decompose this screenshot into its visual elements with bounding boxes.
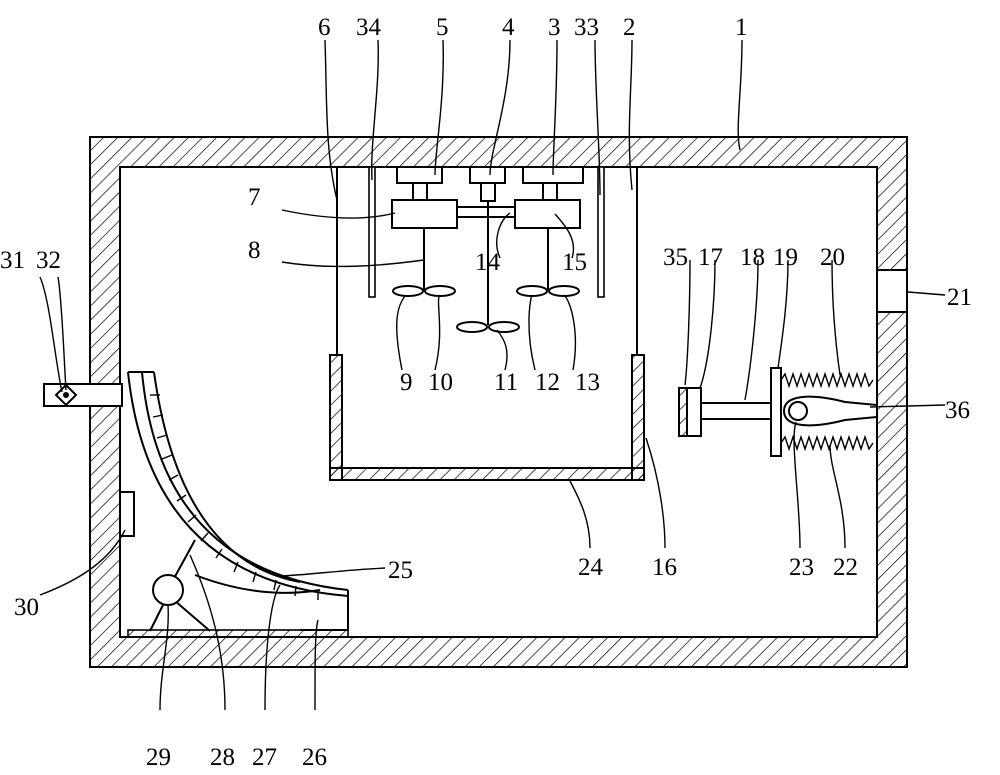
label-1: 1 — [735, 14, 748, 41]
label-28: 28 — [210, 744, 235, 771]
label-6: 6 — [318, 14, 331, 41]
side-block — [119, 491, 135, 537]
pivot — [788, 401, 808, 421]
roller — [152, 574, 184, 606]
label-27: 27 — [252, 744, 277, 771]
label-10: 10 — [428, 369, 453, 396]
label-15: 15 — [562, 249, 587, 276]
label-32: 32 — [36, 247, 61, 274]
impellers — [392, 285, 580, 333]
label-19: 19 — [773, 244, 798, 271]
label-29: 29 — [146, 744, 171, 771]
label-8: 8 — [248, 237, 261, 264]
label-18: 18 — [740, 244, 765, 271]
inlet-pipe — [43, 383, 123, 407]
label-3: 3 — [548, 14, 561, 41]
cross-bar — [456, 206, 516, 218]
label-4: 4 — [502, 14, 515, 41]
bottom-plate — [127, 629, 349, 638]
label-5: 5 — [436, 14, 449, 41]
label-30: 30 — [14, 594, 39, 621]
label-12: 12 — [535, 369, 560, 396]
label-14: 14 — [475, 249, 501, 276]
curved-chute — [127, 371, 349, 631]
basket — [329, 354, 645, 481]
label-20: 20 — [820, 244, 845, 271]
label-24: 24 — [578, 554, 604, 581]
label-31: 31 — [0, 247, 25, 274]
label-21: 21 — [947, 284, 972, 311]
housing — [89, 136, 908, 668]
right-outlet — [876, 269, 908, 313]
label-16: 16 — [652, 554, 677, 581]
label-33: 33 — [574, 14, 599, 41]
label-7: 7 — [248, 184, 261, 211]
label-23: 23 — [789, 554, 814, 581]
part-labels: 1 2 3 33 4 5 34 6 7 8 14 15 9 10 11 12 1… — [0, 14, 972, 771]
leader-lines — [39, 39, 946, 711]
label-11: 11 — [494, 369, 518, 396]
label-36: 36 — [945, 397, 970, 424]
label-9: 9 — [400, 369, 413, 396]
baffle-left — [368, 166, 376, 298]
label-17: 17 — [698, 244, 723, 271]
baffle-right — [597, 166, 605, 298]
label-13: 13 — [575, 369, 600, 396]
motor-left — [391, 199, 458, 229]
pusher-plate — [686, 387, 702, 437]
motor-right — [514, 199, 581, 229]
spring-bottom — [780, 434, 874, 452]
label-34: 34 — [356, 14, 382, 41]
label-25: 25 — [388, 557, 413, 584]
slider-plate — [770, 367, 782, 457]
pusher-pad — [678, 387, 688, 437]
cam — [782, 395, 878, 427]
spring-top — [780, 371, 874, 389]
label-26: 26 — [302, 744, 327, 771]
label-22: 22 — [833, 554, 858, 581]
label-2: 2 — [623, 14, 636, 41]
push-rod — [700, 402, 772, 420]
label-35: 35 — [663, 244, 688, 271]
